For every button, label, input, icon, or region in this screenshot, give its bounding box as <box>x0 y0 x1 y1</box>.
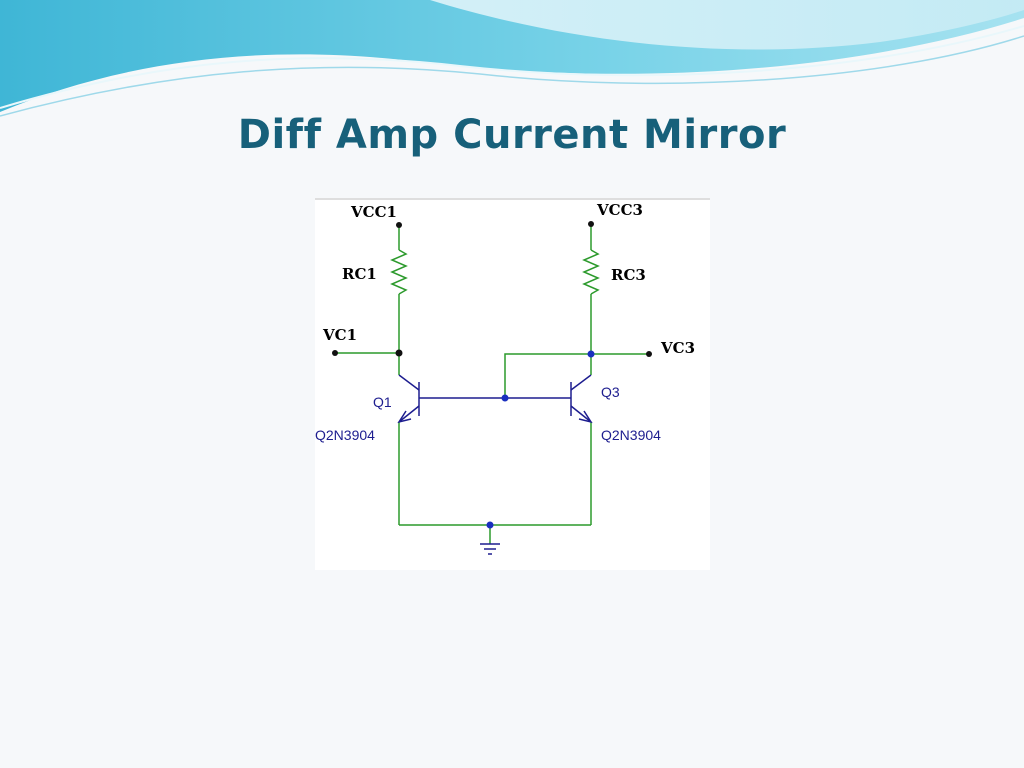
q3-transistor-icon <box>570 374 593 424</box>
mirror-feedback-wire <box>504 353 591 398</box>
q1-name-label: Q1 <box>373 394 392 410</box>
wave-header-decoration <box>0 0 1024 117</box>
q1-transistor-icon <box>397 374 420 424</box>
circuit-background <box>315 198 710 570</box>
q3-model-label: Q2N3904 <box>601 427 661 443</box>
vcc1-pin <box>396 222 402 228</box>
rc3-label: RC3 <box>611 266 646 284</box>
vc1-pin <box>332 350 338 356</box>
circuit-diagram: VCC1 VCC3 RC1 RC3 VC1 VC3 Q1 Q2N3904 Q3 … <box>315 198 710 570</box>
q1-model-label: Q2N3904 <box>315 427 375 443</box>
vc1-label: VC1 <box>322 326 357 344</box>
q3-name-label: Q3 <box>601 384 620 400</box>
slide-title: Diff Amp Current Mirror <box>237 112 787 158</box>
base-junction-node <box>501 394 509 402</box>
vc3-junction-node <box>587 350 595 358</box>
vc1-junction-node <box>395 349 403 357</box>
vcc1-label: VCC1 <box>350 203 397 221</box>
rc1-label: RC1 <box>342 265 377 283</box>
vc3-pin <box>646 351 652 357</box>
rc3-resistor <box>582 249 600 295</box>
wave-line-2 <box>0 35 1024 117</box>
emitter-junction-node <box>486 521 494 529</box>
vcc3-pin <box>588 221 594 227</box>
rc1-resistor <box>390 249 408 295</box>
vc3-label: VC3 <box>660 339 695 357</box>
wave-line-1 <box>0 25 1024 109</box>
ground-icon <box>480 543 500 555</box>
vcc3-label: VCC3 <box>596 201 643 219</box>
wave-shape-highlight <box>430 0 1024 50</box>
